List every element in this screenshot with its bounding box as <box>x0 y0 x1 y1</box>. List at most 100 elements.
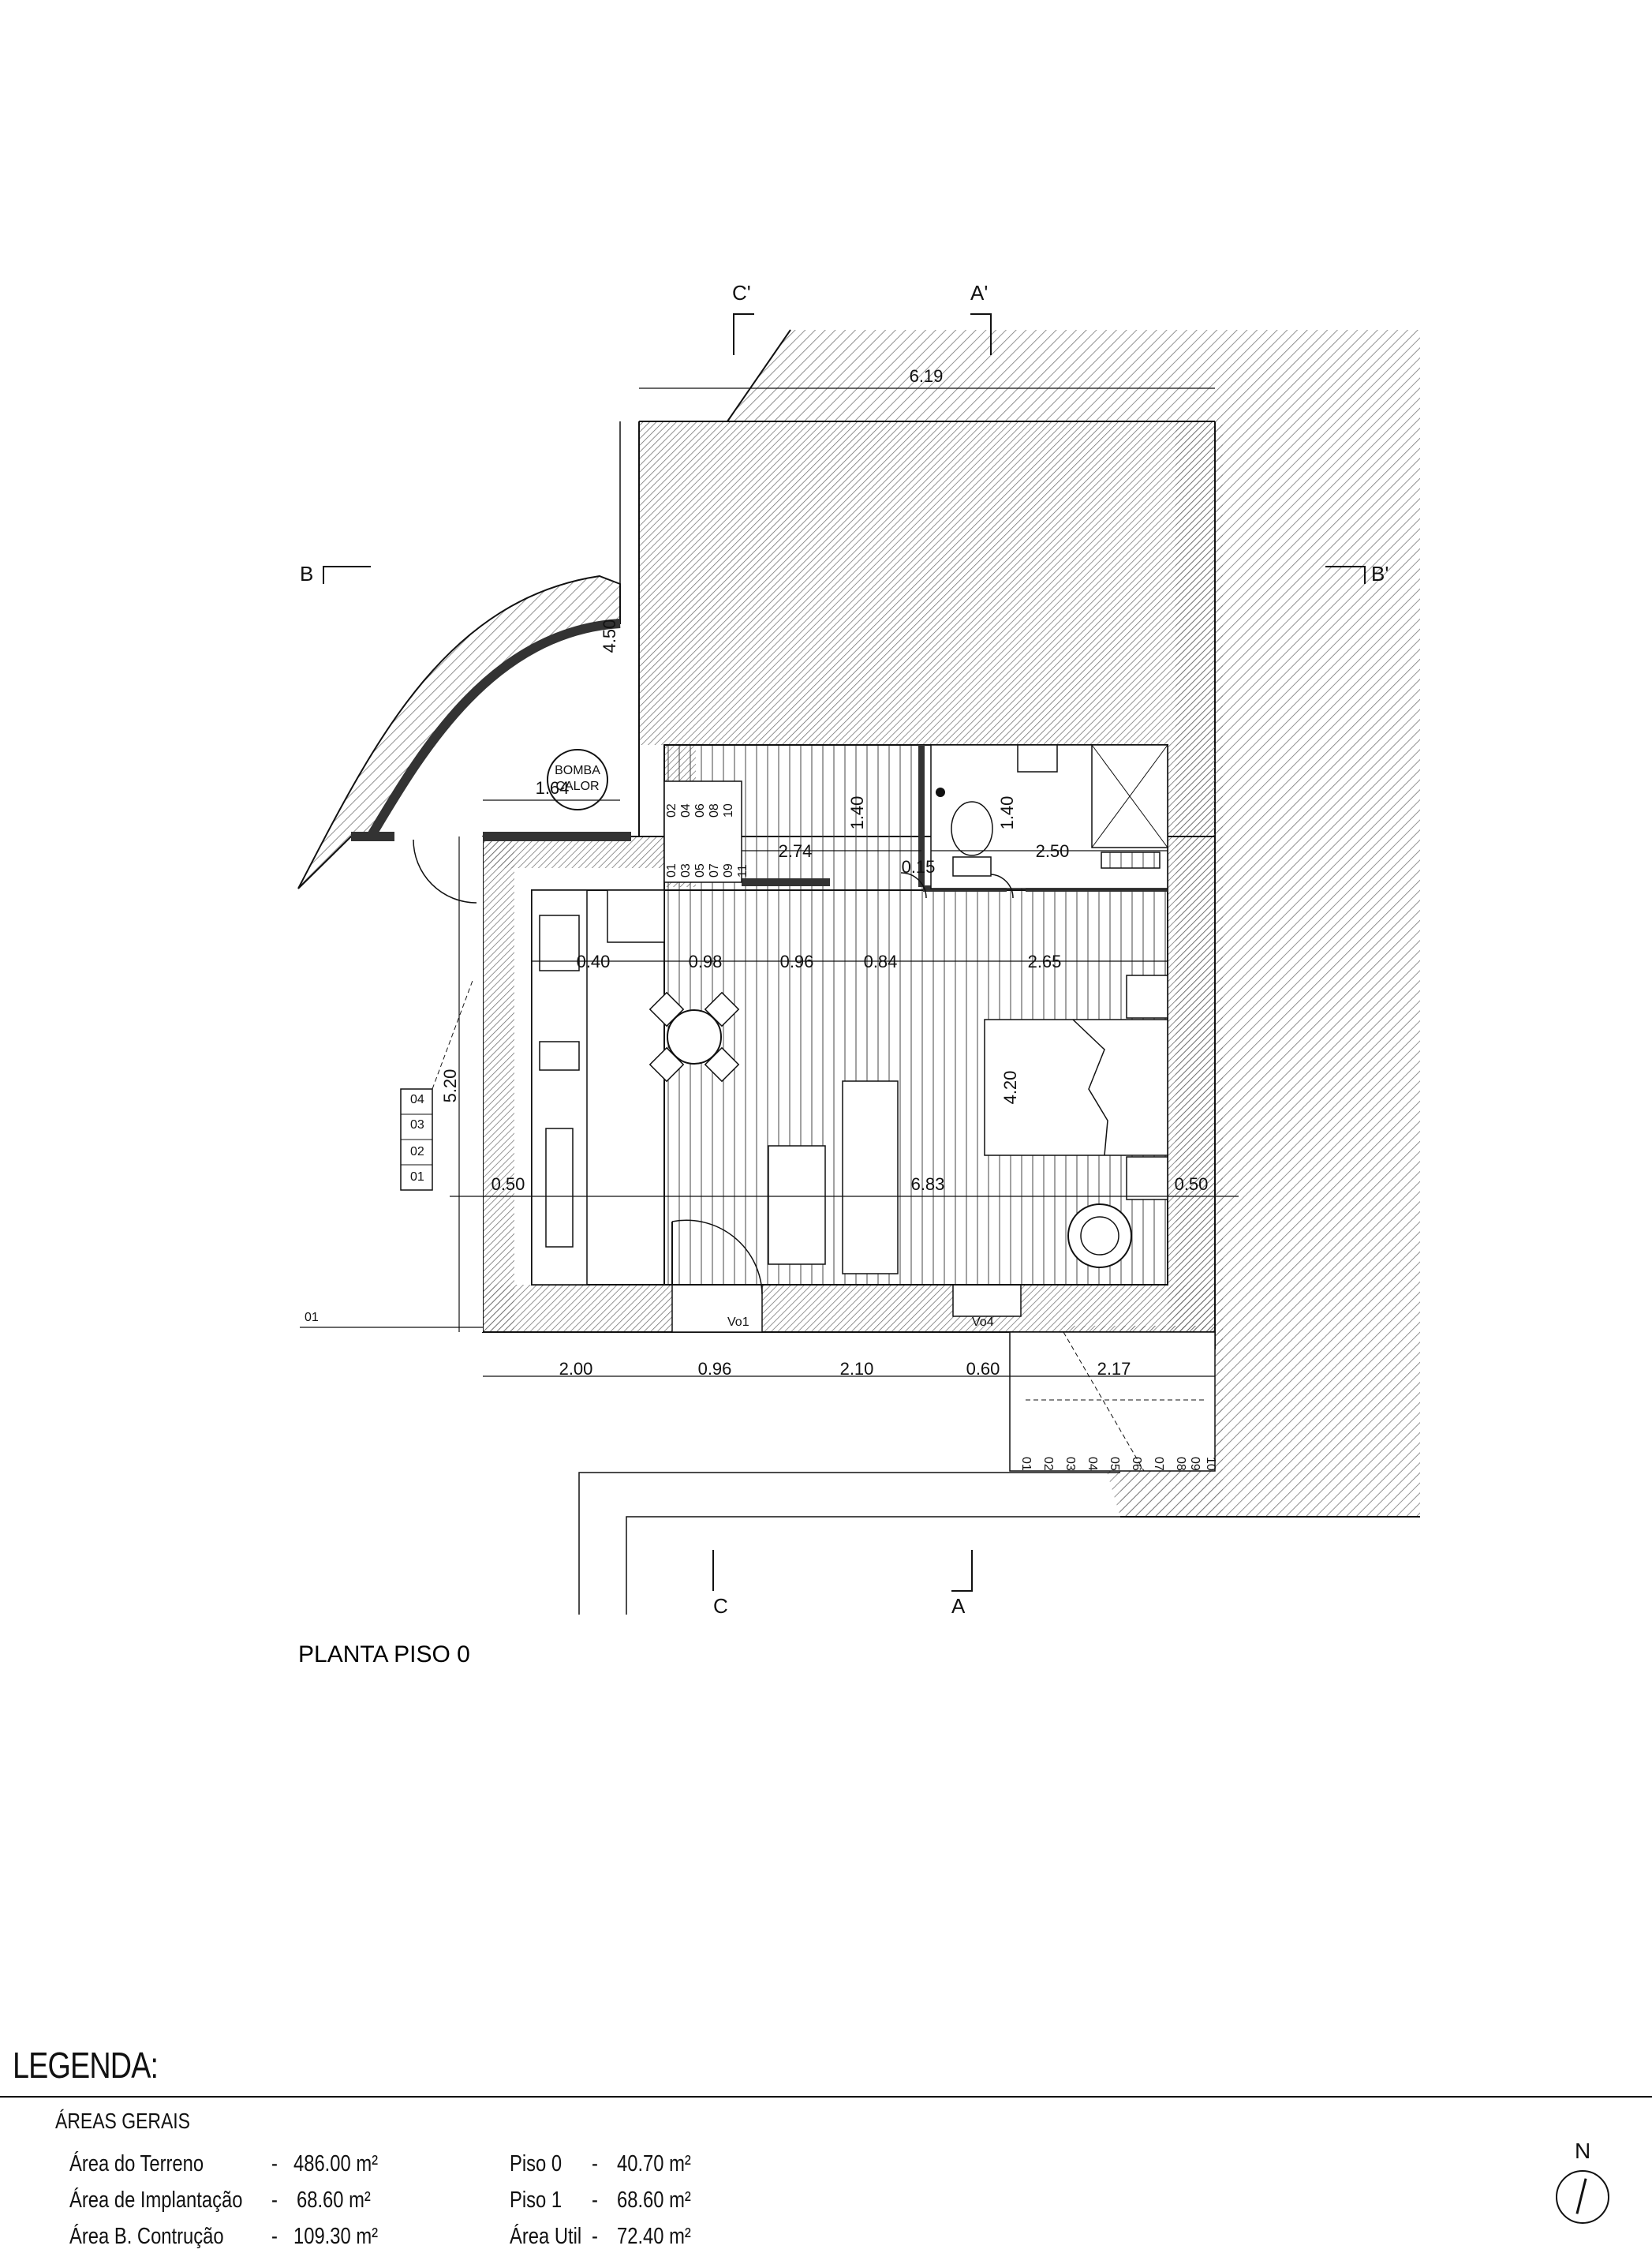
closet-step-05: 05 <box>693 863 707 878</box>
dim-2-50: 2.50 <box>1036 841 1070 861</box>
closet-step-01: 01 <box>665 863 678 878</box>
closet-step-04: 04 <box>679 803 693 818</box>
floor-plan-drawing: BOMBA CALOR <box>297 281 1420 1667</box>
bottom-step-01: 01 <box>1019 1457 1033 1471</box>
closet-step-02: 02 <box>665 803 678 818</box>
closet-step-07: 07 <box>708 863 721 878</box>
section-b: B <box>300 562 313 586</box>
doors <box>413 839 1014 1295</box>
left-stair <box>400 978 474 1191</box>
closet-step-09: 09 <box>722 863 735 878</box>
compass-circle-icon <box>1556 2170 1609 2224</box>
closet-step-06: 06 <box>693 803 707 818</box>
dim-wall-right: 0.50 <box>1175 1174 1209 1194</box>
dim-bottom-0-60: 0.60 <box>966 1359 1000 1379</box>
bottom-step-04: 04 <box>1086 1457 1099 1471</box>
left-step-03: 03 <box>410 1118 424 1132</box>
area-value-piso0: 40.70 m² <box>617 2151 691 2176</box>
area-sep: - <box>592 2151 598 2176</box>
left-step-01: 01 <box>410 1170 424 1184</box>
closet-step-10: 10 <box>722 803 735 818</box>
plan-labels: 01 Vo1 Vo4 PLANTA PISO 0 <box>298 1311 994 1667</box>
left-step-02: 02 <box>410 1145 424 1158</box>
area-label: Área do Terreno <box>69 2151 204 2176</box>
heat-pump-label-2: CALOR <box>555 780 599 793</box>
area-value-util: 72.40 m² <box>617 2224 691 2249</box>
kitchen-counter <box>531 889 665 1286</box>
area-label-piso1: Piso 1 <box>510 2188 563 2213</box>
legend: LEGENDA: ÁREAS GERAIS Área do Terreno - … <box>0 2044 1652 2268</box>
bottom-step-09: 09 <box>1188 1457 1202 1471</box>
closet-step-08: 08 <box>708 803 721 818</box>
closet-stair-numbers: 02 04 06 08 10 01 03 05 07 09 11 <box>665 803 749 878</box>
bottom-step-07: 07 <box>1152 1457 1165 1471</box>
dim-wall-left: 0.50 <box>491 1174 525 1194</box>
area-sep: - <box>271 2151 278 2176</box>
dim-bottom-2-17: 2.17 <box>1097 1359 1131 1379</box>
dim-0-84: 0.84 <box>864 952 898 971</box>
area-sep: - <box>592 2188 598 2213</box>
site-lines <box>578 1472 1120 1615</box>
area-label-construcao: Área B. Contrução <box>69 2224 224 2249</box>
area-value-implantacao: 68.60 m² <box>297 2188 371 2213</box>
bottom-step-03: 03 <box>1063 1457 1077 1471</box>
dim-interior-width: 6.83 <box>911 1174 945 1194</box>
dim-closet-height: 1.40 <box>847 796 867 830</box>
living-furniture <box>768 975 1168 1274</box>
dim-bottom-2-10: 2.10 <box>840 1359 874 1379</box>
dimension-labels: 6.19 4.50 1.64 2.74 2.50 1.40 1.40 0.15 … <box>440 366 1208 1379</box>
legend-subtitle: ÁREAS GERAIS <box>55 2109 190 2133</box>
legend-divider <box>0 2096 1652 2098</box>
dimension-lines <box>450 387 1239 1377</box>
area-label-piso0: Piso 0 <box>510 2151 563 2176</box>
section-b-prime: B' <box>1371 562 1389 586</box>
section-a: A <box>951 1594 966 1618</box>
left-stair-numbers: 04 03 02 01 <box>410 1093 424 1184</box>
bottom-stair <box>1009 1331 1216 1472</box>
bottom-step-08: 08 <box>1174 1457 1187 1471</box>
dim-0-98: 0.98 <box>689 952 723 971</box>
section-a-prime: A' <box>970 281 988 305</box>
bottom-step-02: 02 <box>1041 1457 1055 1471</box>
dim-stair-height: 5.20 <box>440 1069 460 1103</box>
dim-bath-height: 1.40 <box>997 796 1017 830</box>
heat-pump: BOMBA CALOR <box>547 749 608 810</box>
dim-2-74: 2.74 <box>779 841 813 861</box>
section-markers: C' A' B B' C A <box>300 281 1389 1618</box>
dim-bed-height: 4.20 <box>1000 1071 1020 1105</box>
north-arrow: N <box>1551 2139 1614 2257</box>
curved-retaining-wall <box>297 574 621 889</box>
area-sep: - <box>592 2224 598 2249</box>
plan-title: PLANTA PISO 0 <box>298 1641 470 1667</box>
dim-bottom-0-96: 0.96 <box>698 1359 732 1379</box>
area-sep: - <box>271 2224 278 2249</box>
window-vo4: Vo4 <box>972 1316 994 1329</box>
dining-table <box>648 991 740 1083</box>
area-row-terrain: Área do Terreno <box>69 2151 204 2177</box>
area-sep: - <box>271 2188 278 2213</box>
area-label-implantacao: Área de Implantação <box>69 2188 243 2213</box>
heat-pump-label-1: BOMBA <box>555 764 600 777</box>
area-value-terrain: 486.00 m² <box>293 2151 379 2176</box>
section-c-prime: C' <box>732 281 751 305</box>
dim-bomba-width: 1.64 <box>536 778 570 798</box>
section-c: C <box>713 1594 728 1618</box>
dim-bottom-2-00: 2.00 <box>559 1359 593 1379</box>
legend-title: LEGENDA: <box>13 2045 159 2086</box>
bottom-step-10: 10 <box>1204 1457 1217 1471</box>
dim-0-96: 0.96 <box>780 952 814 971</box>
closet-step-03: 03 <box>679 863 693 878</box>
dim-2-65: 2.65 <box>1028 952 1062 971</box>
dim-0-40: 0.40 <box>577 952 611 971</box>
bottom-step-06: 06 <box>1130 1457 1143 1471</box>
dim-top-width: 6.19 <box>910 366 944 386</box>
bathroom-fixtures <box>930 744 1168 889</box>
area-value-construcao: 109.30 m² <box>293 2224 379 2249</box>
bottom-step-05: 05 <box>1108 1457 1121 1471</box>
window-vo1: Vo1 <box>727 1316 749 1329</box>
area-value-piso1: 68.60 m² <box>617 2188 691 2213</box>
dim-curved-wall: 4.50 <box>600 619 619 653</box>
area-label-util: Área Util <box>510 2224 582 2249</box>
left-step-04: 04 <box>410 1093 424 1106</box>
closet-step-11: 11 <box>736 864 749 878</box>
